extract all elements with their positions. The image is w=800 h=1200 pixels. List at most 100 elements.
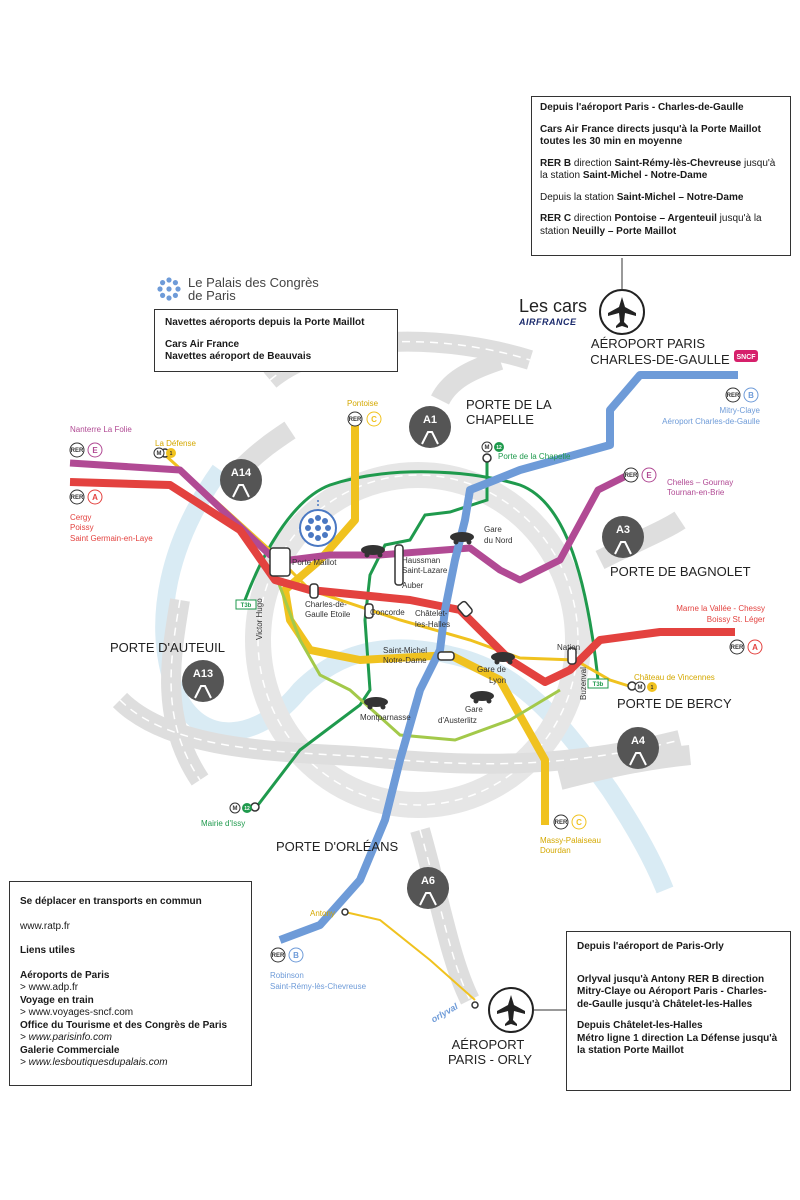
- terminus-marne: Marne la Vallée - Chessy: [676, 604, 765, 613]
- terminus-dourdan: Dourdan: [540, 846, 571, 855]
- porte-chapelle-label-1: PORTE DE LA: [466, 397, 552, 412]
- terminus-la-defense: La Défense: [155, 439, 196, 448]
- svg-text:RER: RER: [625, 473, 638, 479]
- svg-text:RER: RER: [349, 417, 362, 423]
- adp-link[interactable]: > www.adp.fr: [20, 982, 79, 993]
- svg-text:A6: A6: [421, 875, 435, 887]
- svg-text:T3b: T3b: [241, 603, 252, 609]
- terminus-aeroport-cdg: Aéroport Charles-de-Gaulle: [662, 417, 760, 426]
- station-label-victor-hugo: Victor Hugo: [255, 598, 264, 640]
- station-label-gare-lyon-1: Gare de: [477, 665, 506, 674]
- rer-c-line: [281, 425, 549, 825]
- terminus-nanterre: Nanterre La Folie: [70, 425, 132, 434]
- orly-info-box: Depuis l'aéroport de Paris-Orly Orlyval …: [566, 931, 791, 1091]
- svg-text:A14: A14: [231, 467, 252, 479]
- svg-text:M: M: [485, 445, 490, 451]
- orly-airplane-icon: [488, 987, 534, 1033]
- station-label-austerlitz-2: d'Austerlitz: [438, 716, 477, 725]
- maillot-box-beauvais: Navettes aéroport de Beauvais: [165, 351, 312, 362]
- svg-text:C: C: [576, 818, 582, 827]
- car-icon: [361, 545, 385, 558]
- station-label-montparnasse: Montparnasse: [360, 713, 411, 722]
- cdg-airport-label-1: AÉROPORT PARIS: [591, 336, 705, 351]
- cdg-box-title: Depuis l'aéroport Paris - Charles-de-Gau…: [540, 102, 744, 113]
- parisinfo-link[interactable]: > www.parisinfo.com: [20, 1032, 112, 1043]
- station-porte-maillot: [269, 547, 291, 577]
- porte-chapelle-label-2: CHAPELLE: [466, 412, 534, 427]
- maillot-box-title: Navettes aéroports depuis la Porte Maill…: [165, 317, 365, 328]
- station-label-nation: Nation: [557, 643, 580, 652]
- station-haussman: [394, 544, 404, 586]
- terminus-antony: Antony: [310, 909, 335, 918]
- svg-text:A: A: [92, 493, 98, 502]
- cdg-info-box: Depuis l'aéroport Paris - Charles-de-Gau…: [531, 96, 791, 256]
- metro-line-12: [256, 456, 489, 806]
- terminus-vincennes: Château de Vincennes: [634, 673, 715, 682]
- station-cdg-etoile: [309, 583, 319, 599]
- station-label-cdg-etoile-1: Charles-de-: [305, 600, 347, 609]
- svg-text:12: 12: [496, 445, 502, 451]
- station-label-chatelet-1: Châtelet-: [415, 609, 448, 618]
- orlyval-line: [344, 911, 476, 1001]
- svg-text:12: 12: [244, 806, 250, 812]
- svg-text:RER: RER: [727, 393, 740, 399]
- green-arc-line: [243, 470, 600, 681]
- station-st-michel: [437, 651, 455, 661]
- palais-logo-line2: de Paris: [188, 288, 236, 303]
- motorway-badges: A1 A14 A3 A13 A4 A6: [182, 406, 659, 909]
- svg-text:A4: A4: [631, 735, 646, 747]
- station-label-austerlitz-1: Gare: [465, 705, 483, 714]
- porte-auteuil-label: PORTE D'AUTEUIL: [110, 640, 225, 655]
- svg-text:T3b: T3b: [593, 682, 604, 688]
- cdg-airplane-icon: [599, 289, 645, 335]
- svg-text:A13: A13: [193, 668, 213, 680]
- a13-badge: A13: [182, 660, 224, 702]
- terminus-chelles: Chelles – Gournay: [667, 478, 733, 487]
- airports-heading: Aéroports de Paris: [20, 969, 110, 981]
- sncf-link[interactable]: > www.voyages-sncf.com: [20, 1007, 134, 1018]
- station-label-cdg-etoile-2: Gaulle Etoile: [305, 610, 351, 619]
- car-icons: [361, 532, 515, 710]
- svg-text:RER: RER: [555, 820, 568, 826]
- station-label-st-michel-1: Saint-Michel: [383, 646, 427, 655]
- svg-text:E: E: [646, 471, 652, 480]
- car-icon: [364, 697, 388, 710]
- tourism-office-heading: Office du Tourisme et des Congrès de Par…: [20, 1019, 228, 1031]
- transport-box-title: Se déplacer en transports en commun: [20, 896, 202, 907]
- useful-links-heading: Liens utiles: [20, 945, 76, 956]
- terminus-st-germain: Saint Germain-en-Laye: [70, 534, 153, 543]
- svg-text:M: M: [157, 451, 162, 457]
- svg-text:SNCF: SNCF: [736, 354, 756, 361]
- svg-text:RER: RER: [731, 645, 744, 651]
- terminus-boissy: Boissy St. Léger: [707, 615, 766, 624]
- station-orly: [471, 1001, 479, 1009]
- station-nation: [567, 647, 577, 665]
- metro-line-4: [268, 559, 561, 742]
- svg-text:B: B: [293, 951, 299, 960]
- svg-text:1: 1: [651, 685, 654, 691]
- station-label-concorde: Concorde: [370, 608, 405, 617]
- metro-badge-12-chapelle: M 12: [481, 441, 504, 453]
- palais-flower-icon: [157, 277, 181, 301]
- porte-orleans-label: PORTE D'ORLÉANS: [276, 839, 398, 854]
- air-france-logo: AIRFRANCE: [519, 317, 577, 327]
- rer-e-line: [69, 459, 630, 584]
- svg-text:RER: RER: [71, 448, 84, 454]
- ratp-link[interactable]: www.ratp.fr: [20, 920, 71, 932]
- stations: [160, 448, 637, 1009]
- terminus-porte-chapelle: Porte de la Chapelle: [498, 452, 571, 461]
- station-label-gare-nord-2: du Nord: [484, 536, 512, 545]
- boutiques-link[interactable]: > www.lesboutiquesdupalais.com: [20, 1057, 168, 1068]
- station-label-buzenval: Buzenval: [579, 667, 588, 700]
- svg-text:RER: RER: [71, 495, 84, 501]
- svg-text:1: 1: [170, 451, 173, 457]
- orly-box-metro1: Métro ligne 1 direction La Défense jusqu…: [577, 1032, 778, 1057]
- transport-info-box: Se déplacer en transports en commun www.…: [9, 881, 252, 1086]
- a4-badge: A4: [617, 727, 659, 769]
- station-label-gare-lyon-2: Lyon: [489, 676, 506, 685]
